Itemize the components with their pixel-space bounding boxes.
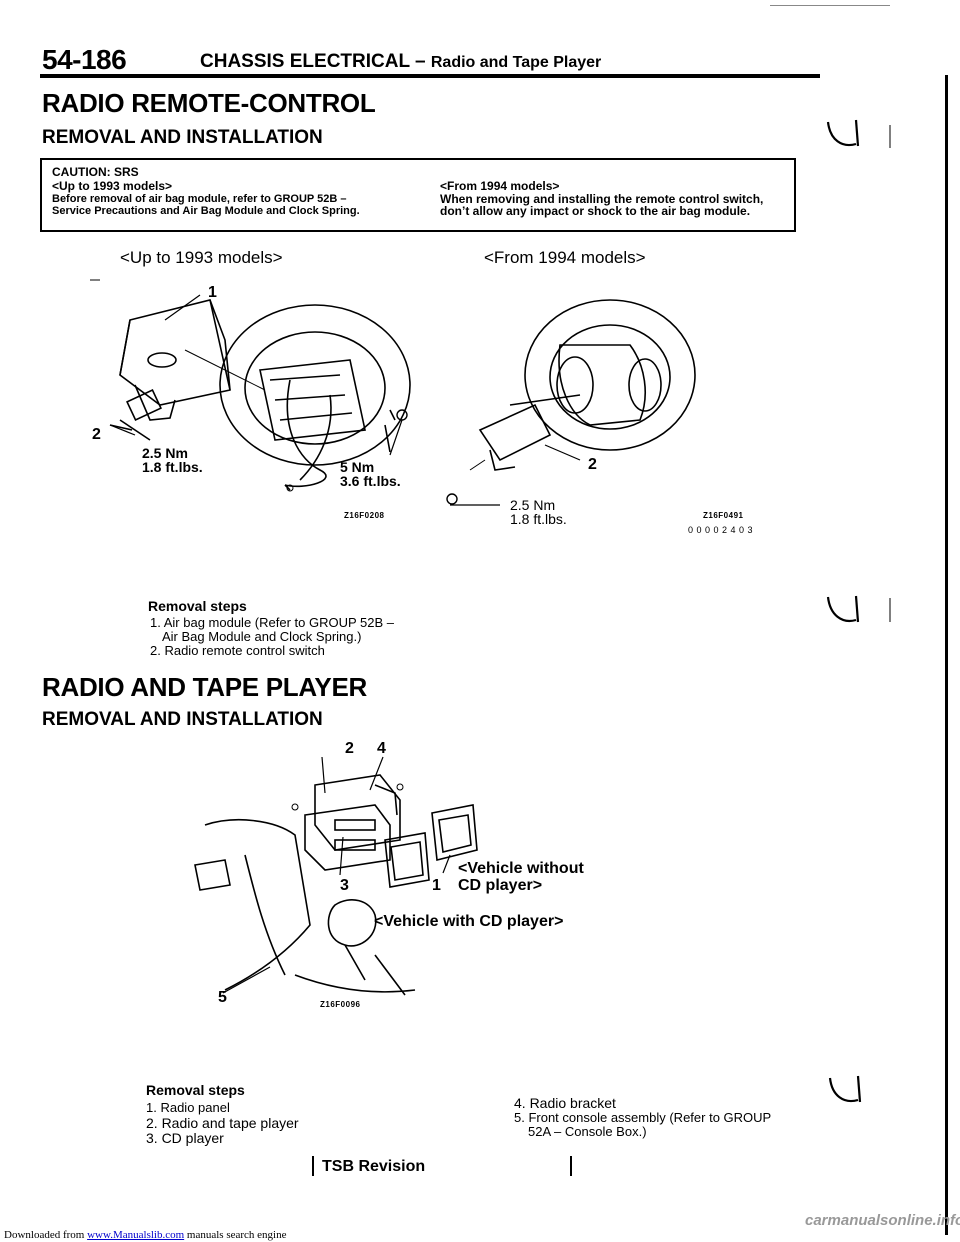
torque-module-nm: 5 Nm [340, 459, 375, 475]
watermark: carmanualsonline.info [805, 1212, 960, 1229]
radio-step-1: 1. Radio panel [146, 1100, 230, 1115]
caution-right-model: <From 1994 models> [440, 179, 560, 193]
caution-right-line2: don’t allow any impact or shock to the a… [440, 204, 751, 218]
radio-step-3: 3. CD player [146, 1130, 224, 1146]
footer: Downloaded from www.Manualslib.com manua… [4, 1229, 286, 1241]
section-title-radio: RADIO AND TAPE PLAYER [42, 672, 367, 702]
subtitle-radio: REMOVAL AND INSTALLATION [42, 709, 323, 730]
callout-3: 3 [340, 877, 349, 894]
footer-prefix: Downloaded from [4, 1229, 88, 1241]
radio-step-2: 2. Radio and tape player [146, 1115, 299, 1131]
figure-serial: 0 0 0 0 2 4 0 3 [688, 525, 754, 535]
removal-step-2: 2. Radio remote control switch [150, 643, 325, 658]
figure-code-radio: Z16F0096 [320, 1000, 361, 1009]
callout-2-radio: 2 [345, 740, 354, 757]
callout-2-right: 2 [588, 456, 597, 473]
caution-heading: CAUTION: SRS [52, 165, 139, 179]
caution-right-line1: When removing and installing the remote … [440, 192, 764, 206]
torque-switch-ftlb: 1.8 ft.lbs. [142, 459, 203, 475]
caution-left-model: <Up to 1993 models> [52, 179, 173, 193]
section-title-remote: RADIO REMOTE-CONTROL [42, 88, 376, 118]
caution-left-line1: Before removal of air bag module, refer … [52, 193, 347, 205]
binding-marks [826, 119, 891, 1103]
torque-switch-nm: 2.5 Nm [142, 445, 188, 461]
removal-step-1: 1. Air bag module (Refer to GROUP 52B – [150, 615, 394, 630]
manualslib-link[interactable]: www.Manualslib.com [87, 1229, 185, 1241]
removal-steps-heading-2: Removal steps [146, 1082, 245, 1098]
chapter-name: CHASSIS ELECTRICAL [200, 51, 410, 72]
footer-suffix: manuals search engine [184, 1229, 287, 1241]
torque-right-ftlb: 1.8 ft.lbs. [510, 511, 567, 527]
subtitle-remote: REMOVAL AND INSTALLATION [42, 127, 323, 148]
label-without-cd-2: CD player> [458, 877, 543, 894]
radio-step-5-cont: 52A – Console Box.) [528, 1124, 647, 1139]
steering-wheel-up-to-1993-illustration [90, 279, 411, 492]
radio-and-tape-player-illustration [194, 756, 478, 996]
label-without-cd-1: <Vehicle without [458, 860, 584, 877]
page-number: 54-186 [42, 44, 127, 75]
callout-2-left: 2 [92, 426, 101, 443]
callout-1: 1 [208, 284, 217, 301]
fig-right-label: <From 1994 models> [484, 248, 646, 267]
header-rule [40, 74, 820, 78]
steering-wheel-from-1994-illustration [446, 299, 696, 506]
tsb-box [312, 1156, 572, 1176]
chapter-title: CHASSIS ELECTRICAL – Radio and Tape Play… [200, 51, 601, 73]
removal-step-1-cont: Air Bag Module and Clock Spring.) [162, 629, 362, 644]
figure-code-left: Z16F0208 [344, 511, 385, 520]
callout-1-radio: 1 [432, 877, 441, 894]
label-with-cd: <Vehicle with CD player> [374, 913, 564, 930]
caution-box [40, 158, 796, 232]
torque-module-ftlb: 3.6 ft.lbs. [340, 473, 401, 489]
fig-left-label: <Up to 1993 models> [120, 248, 283, 267]
torque-right-nm: 2.5 Nm [510, 497, 556, 513]
section-name: Radio and Tape Player [430, 54, 602, 71]
figure-code-right: Z16F0491 [703, 511, 744, 520]
removal-steps-heading-1: Removal steps [148, 598, 247, 614]
radio-step-5: 5. Front console assembly (Refer to GROU… [514, 1110, 772, 1125]
caution-left-line2: Service Precautions and Air Bag Module a… [52, 205, 360, 217]
callout-5: 5 [218, 989, 227, 1006]
radio-step-4: 4. Radio bracket [514, 1095, 616, 1111]
tsb-revision: TSB Revision [322, 1158, 426, 1175]
title-dash: – [409, 51, 431, 72]
margin-rule [945, 75, 948, 1235]
top-rule [770, 5, 890, 6]
callout-4: 4 [377, 740, 386, 757]
